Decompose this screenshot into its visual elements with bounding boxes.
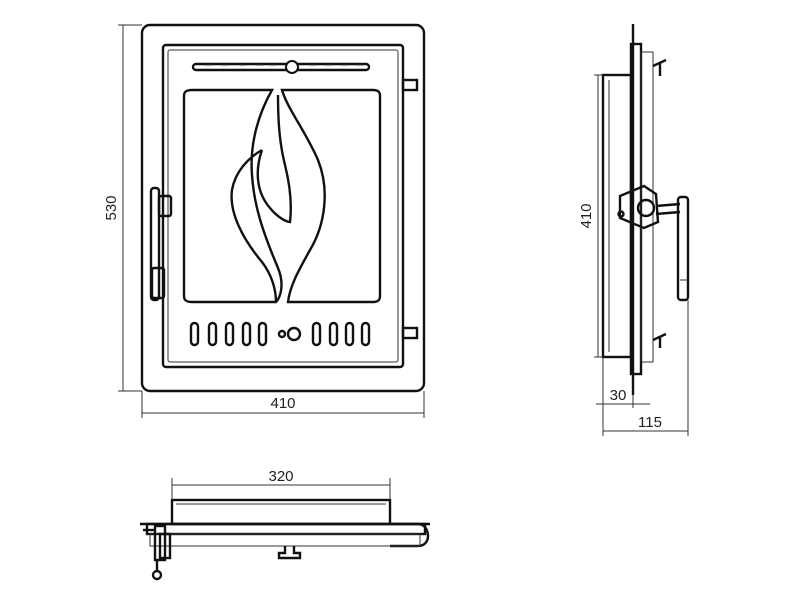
- bottom-handle: [143, 524, 172, 581]
- dim-front-width: [141, 391, 425, 418]
- door-inner-frame: [161, 43, 405, 369]
- dim-label-side-115: 115: [638, 414, 662, 431]
- door-inner-frame-2: [167, 49, 399, 363]
- side-hinge-pins: [652, 58, 667, 348]
- door-outer-frame: [140, 23, 426, 393]
- dim-label-front-width: 410: [270, 395, 295, 412]
- flame-icon: [230, 94, 292, 303]
- side-glass-box: [601, 73, 633, 359]
- glass-window: [182, 88, 382, 304]
- top-vent-slots: [191, 60, 371, 74]
- dim-label-side-30: 30: [610, 387, 627, 404]
- dim-label-side-height: 410: [578, 203, 595, 228]
- side-view: 410 30 115: [578, 24, 690, 436]
- bottom-door-plate: [145, 522, 427, 536]
- door-hinges: [401, 78, 419, 340]
- bottom-view: 320: [140, 468, 430, 581]
- dim-side-115: [602, 300, 689, 436]
- front-view: 530 410: [103, 23, 426, 418]
- dim-label-front-height: 530: [103, 195, 120, 220]
- dim-side-height: [594, 74, 603, 358]
- dim-bottom-width: [171, 478, 391, 500]
- dim-front-height: [118, 24, 142, 392]
- side-handle: [617, 184, 690, 302]
- dim-label-bottom-width: 320: [268, 468, 293, 485]
- bottom-vent-slots: [189, 321, 371, 347]
- dim-side-30: [596, 357, 650, 408]
- door-handle: [149, 186, 173, 302]
- bottom-knob: [277, 546, 302, 560]
